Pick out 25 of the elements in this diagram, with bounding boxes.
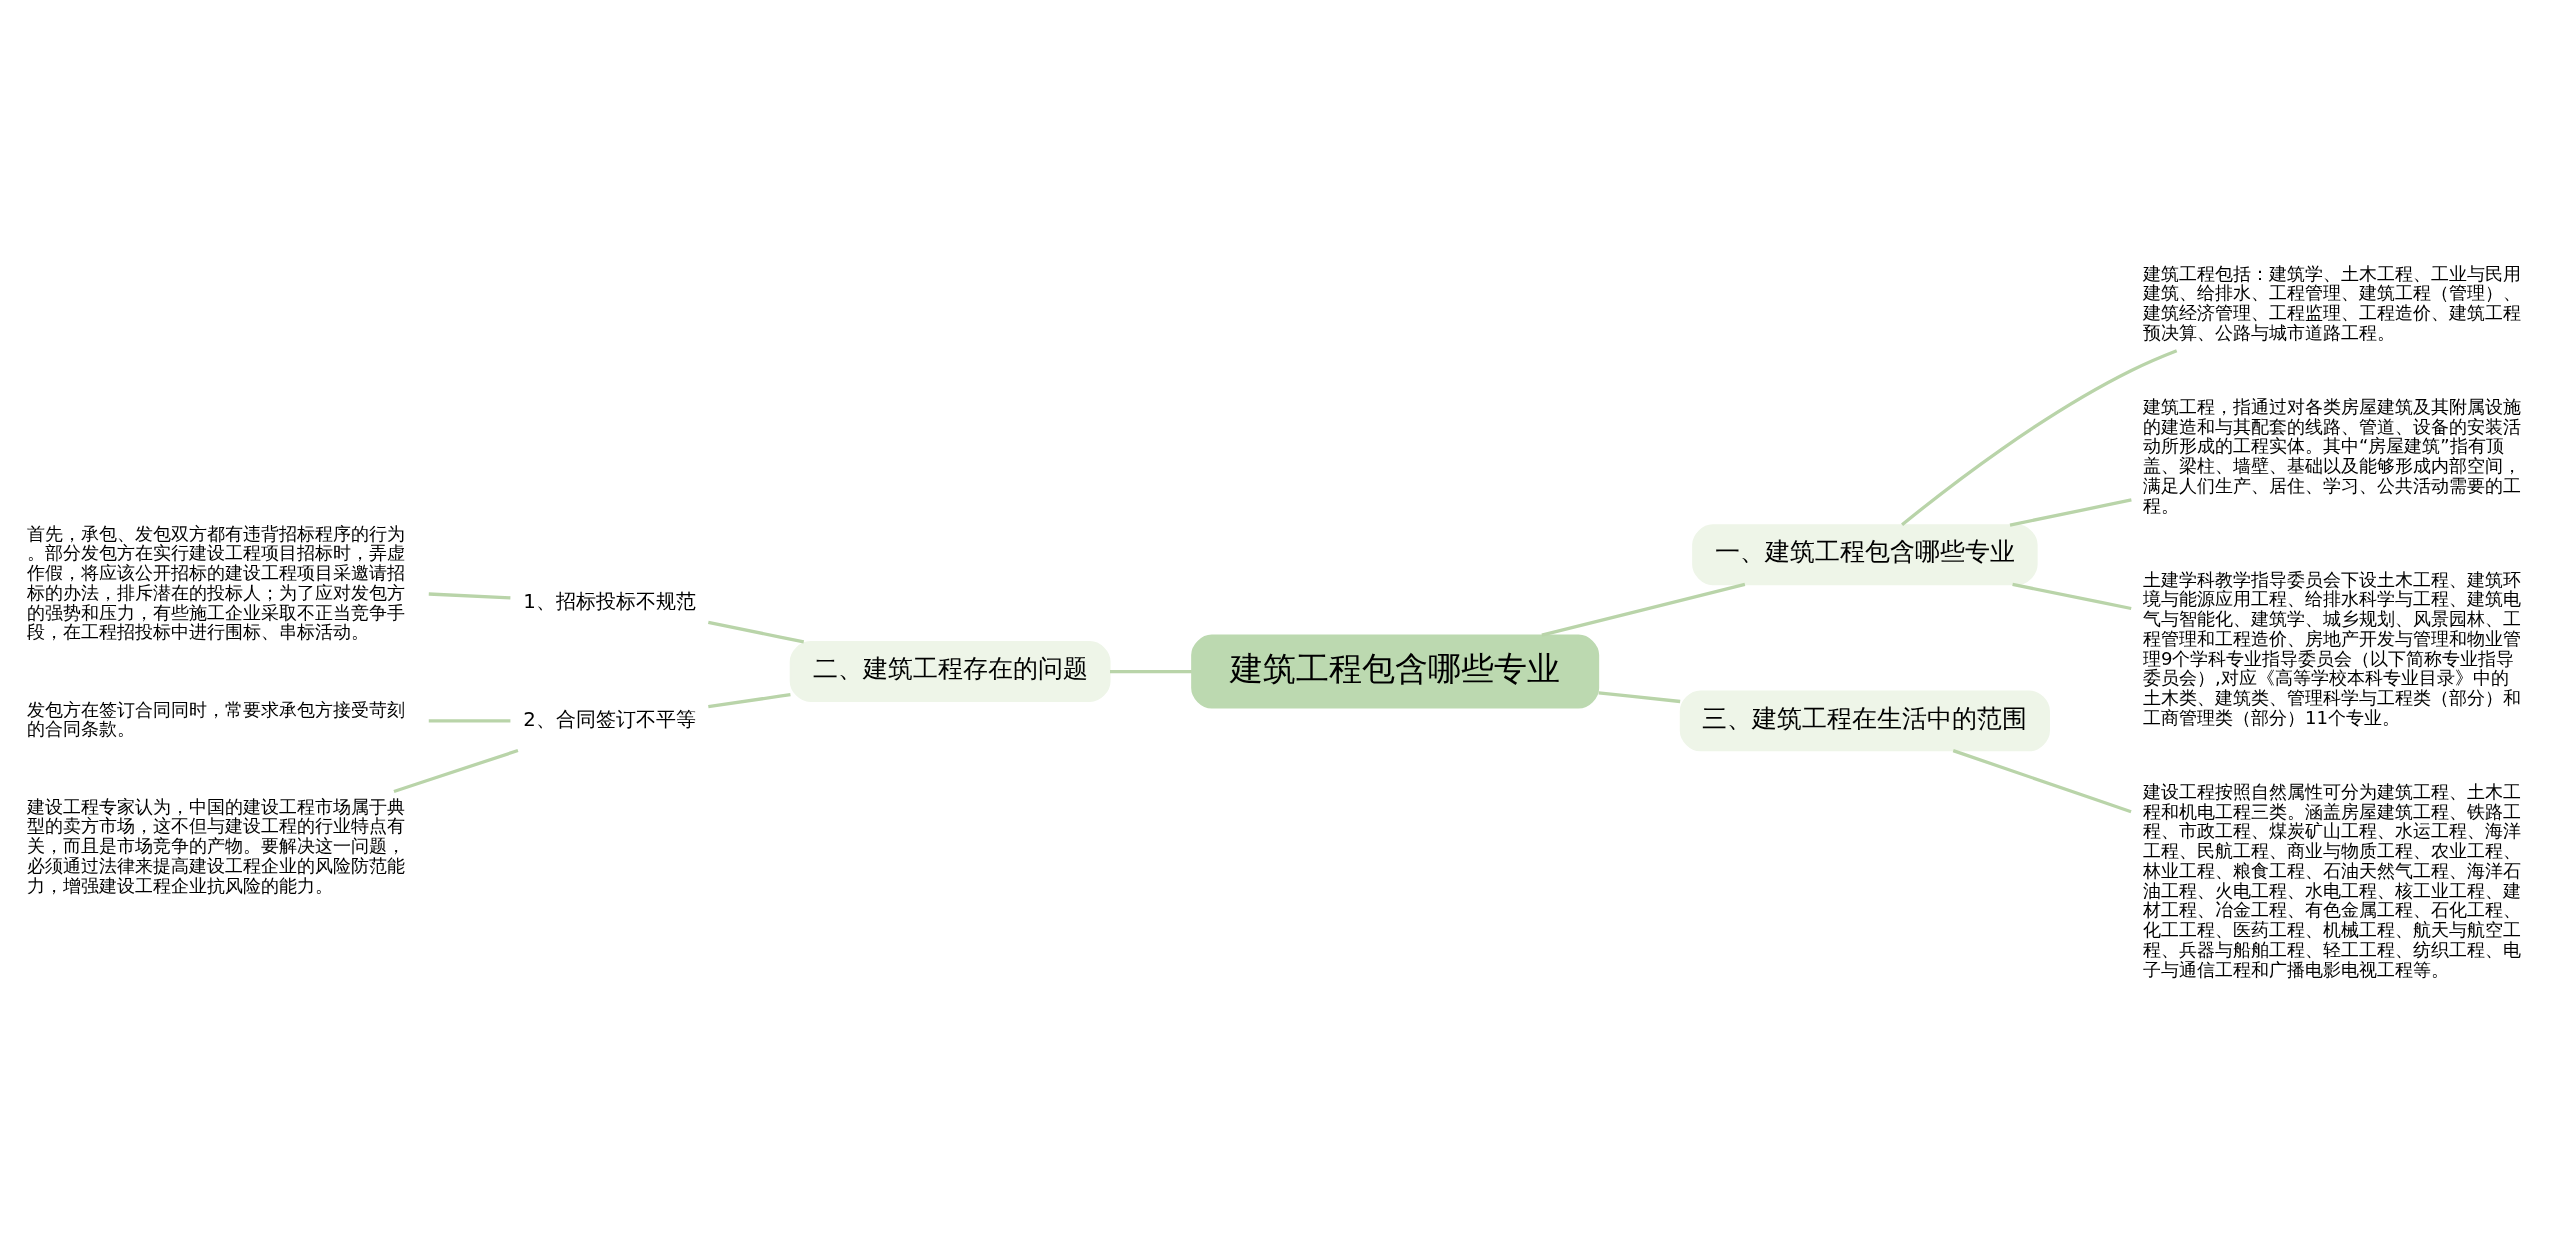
node-text: 2、合同签订不平等 xyxy=(523,707,696,731)
node-box: 二、建筑工程存在的问题 xyxy=(789,640,1111,702)
node-box: 三、建筑工程在生活中的范围 xyxy=(1679,689,2050,751)
node-text: 发包方在签订合同同时，常要求承包方接受苛刻的合同条款。 xyxy=(27,698,406,739)
connector xyxy=(708,692,791,708)
node-box: 建筑工程包含哪些专业 xyxy=(1191,634,1600,709)
connector xyxy=(1952,748,2132,813)
connector xyxy=(2009,497,2132,527)
connector xyxy=(1541,582,1746,637)
node-text: 1、招标投标不规范 xyxy=(523,589,696,613)
connector xyxy=(393,748,519,793)
connector xyxy=(1110,669,1192,673)
connector xyxy=(2012,582,2132,610)
node-text: 建筑工程，指通过对各类房屋建筑及其附属设施的建造和与其配套的线路、管道、设备的安装活动所形成的工程实体。其中“房屋建筑”指有顶盖、梁柱、墙壁、基础以及能够形成内部空间，满足人们生产、居住、学习、公共活动需要的工程。 xyxy=(2142,395,2521,516)
node-text: 土建学科教学指导委员会下设土木工程、建筑环境与能源应用工程、给排水科学与工程、建筑电气与智能化、建筑学、城乡规划、风景园林、工程管理和工程造价、房地产开发与管理和物业管理9个学科专业指导委员会（以下简称专业指导委员会）,对应《高等学校本科专业目录》中的土木类、建筑类、管理科学与工程类（部分）和工商管理类（部分）11个专业。 xyxy=(2142,568,2521,728)
connector xyxy=(1901,348,2178,526)
connector xyxy=(428,591,511,599)
connector xyxy=(708,620,805,643)
node-text: 建设工程专家认为，中国的建设工程市场属于典型的卖方市场，这不但与建设工程的行业特点有关，而且是市场竞争的产物。要解决这一问题，必须通过法律来提高建设工程企业的风险防范能力，增强建设工程企业抗风险的能力。 xyxy=(27,795,406,896)
node-text: 建设工程按照自然属性可分为建筑工程、土木工程和机电工程三类。涵盖房屋建筑工程、铁路工程、市政工程、煤炭矿山工程、水运工程、海洋工程、民航工程、商业与物质工程、农业工程、林业工程、粮食工程、石油天然气工程、海洋石油工程、火电工程、水电工程、核工业工程、建材工程、冶金工程、有色金属工程、石化工程、化工工程、医药工程、机械工程、航天与航空工程、兵器与船舶工程、轻工工程、纺织工程、电子与通信工程和广播电影电视工程等。 xyxy=(2142,780,2521,980)
node-text: 建筑工程包括：建筑学、土木工程、工业与民用建筑、给排水、工程管理、建筑工程（管理）、建筑经济管理、工程监理、工程造价、建筑工程预决算、公路与城市道路工程。 xyxy=(2142,262,2521,343)
connector xyxy=(428,718,511,723)
node-text: 首先，承包、发包双方都有违背招标程序的行为。部分发包方在实行建设工程项目招标时，弄虚作假，将应该公开招标的建设工程项目采邀请招标的办法，排斥潜在的投标人；为了应对发包方的强势和压力，有些施工企业采取不正当竞争手段，在工程招投标中进行围标、串标活动。 xyxy=(27,522,406,642)
connector xyxy=(1598,690,1681,703)
node-box: 一、建筑工程包含哪些专业 xyxy=(1692,523,2038,585)
